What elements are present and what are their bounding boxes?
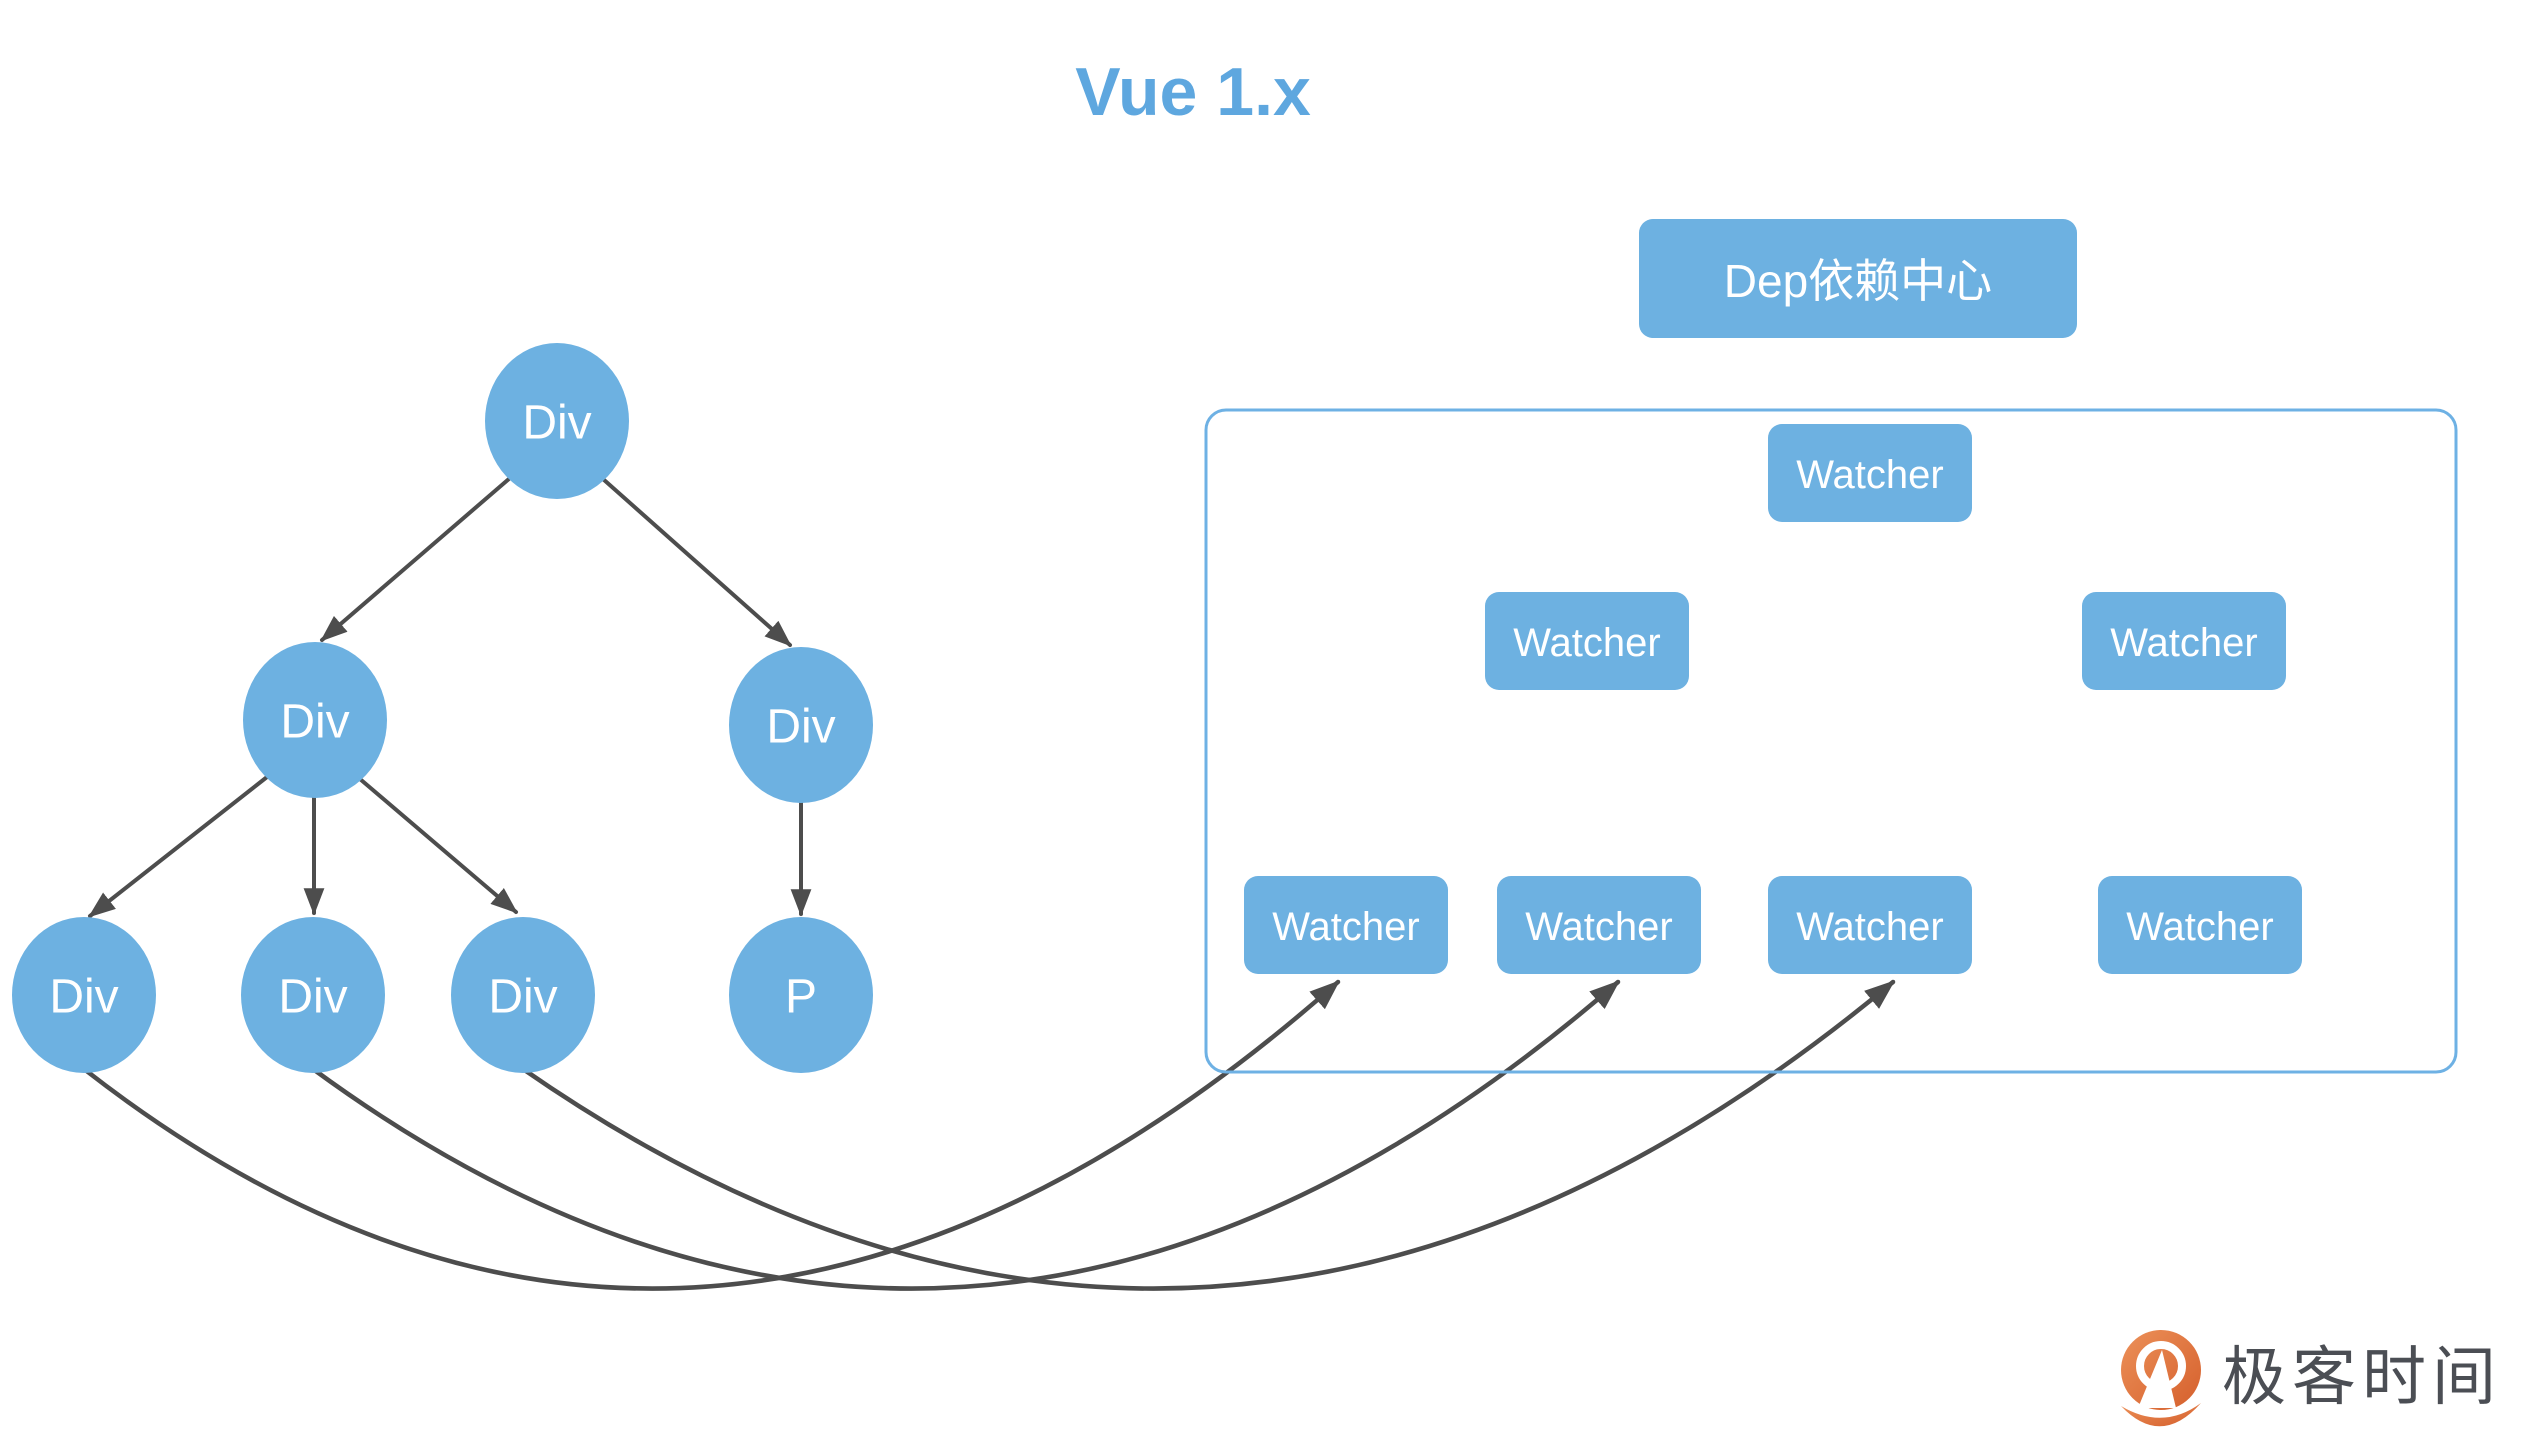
node-ellipse <box>729 917 873 1073</box>
edge-root-to-left-div <box>320 476 512 642</box>
tree-edges <box>88 476 812 918</box>
watcher-rect <box>1768 424 1972 522</box>
watcher-rect <box>1244 876 1448 974</box>
tree-node-div-root: Div <box>485 343 629 499</box>
watcher-rect <box>2098 876 2302 974</box>
tree-node-div-leaf-2: Div <box>241 917 385 1073</box>
tree-node-div-leaf-1: Div <box>12 917 156 1073</box>
watcher-label: Watcher <box>1796 905 1943 949</box>
dependency-arrows <box>81 979 1896 1291</box>
watcher-box-mid-left: Watcher <box>1485 592 1689 690</box>
watcher-box-bottom-1: Watcher <box>1244 876 1448 974</box>
page-title: Vue 1.x <box>1075 54 1311 130</box>
dep-center-label: Dep依赖中心 <box>1724 255 1992 307</box>
node-ellipse <box>485 343 629 499</box>
geektime-logo-text: 极客时间 <box>2222 1341 2502 1413</box>
watcher-box-mid-right: Watcher <box>2082 592 2286 690</box>
node-ellipse <box>12 917 156 1073</box>
tree-node-label: Div <box>488 971 557 1024</box>
watcher-rect <box>1768 876 1972 974</box>
watcher-label: Watcher <box>1525 905 1672 949</box>
tree-node-label: P <box>785 971 817 1024</box>
logo-needle <box>2138 1350 2176 1408</box>
logo-crescent <box>2121 1403 2201 1427</box>
watcher-label: Watcher <box>1513 621 1660 665</box>
geektime-logo-icon <box>2121 1330 2201 1427</box>
edge-root-to-right-div <box>601 477 792 647</box>
dep-panel-outline <box>1204 408 2458 1074</box>
curve-leaf2-to-watcher-b2 <box>310 979 1621 1291</box>
tree-node-div-right: Div <box>729 647 873 803</box>
node-ellipse <box>243 642 387 798</box>
curve-leaf1-to-watcher-b1 <box>81 979 1341 1291</box>
tree-node-label: Div <box>278 971 347 1024</box>
tree-node-label: Div <box>49 971 118 1024</box>
tree-node-label: Div <box>280 696 349 749</box>
watcher-box-bottom-4: Watcher <box>2098 876 2302 974</box>
node-ellipse <box>241 917 385 1073</box>
geektime-logo: 极客时间 <box>2121 1330 2502 1427</box>
watcher-label: Watcher <box>2126 905 2273 949</box>
curve-leaf3-to-watcher-b3 <box>520 979 1896 1291</box>
tree-node-div-leaf-3: Div <box>451 917 595 1073</box>
watcher-box-bottom-3: Watcher <box>1768 876 1972 974</box>
watcher-box-bottom-2: Watcher <box>1497 876 1701 974</box>
watcher-rect <box>2082 592 2286 690</box>
dep-center-box: Dep依赖中心 <box>1639 219 2077 338</box>
dom-tree: Div Div Div Div Div Div P <box>12 343 873 1073</box>
node-ellipse <box>451 917 595 1073</box>
watcher-label: Watcher <box>2110 621 2257 665</box>
tree-node-p-leaf: P <box>729 917 873 1073</box>
edge-left-div-to-leaf3 <box>358 777 518 914</box>
tree-node-label: Div <box>766 701 835 754</box>
watcher-box-top: Watcher <box>1768 424 1972 522</box>
dep-center-rect <box>1639 219 2077 338</box>
watchers: Watcher Watcher Watcher Watcher Watcher … <box>1244 424 2302 974</box>
edge-left-div-to-leaf1 <box>88 775 269 918</box>
tree-node-label: Div <box>522 397 591 450</box>
tree-node-div-left: Div <box>243 642 387 798</box>
watcher-label: Watcher <box>1272 905 1419 949</box>
node-ellipse <box>729 647 873 803</box>
watcher-rect <box>1485 592 1689 690</box>
watcher-rect <box>1497 876 1701 974</box>
watcher-label: Watcher <box>1796 453 1943 497</box>
